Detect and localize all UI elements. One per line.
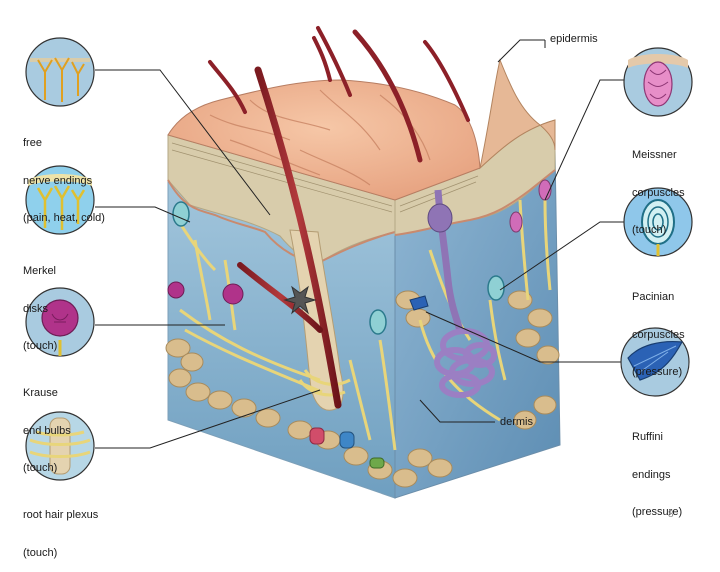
hairs [208,26,470,409]
sweat-gland [427,189,497,398]
pacinian-corpuscles-inset [623,187,693,257]
label-ruffini-endings: Ruffini endings (pressure) [632,431,683,518]
label-epidermis: epidermis [550,33,598,45]
epidermis-lip [479,58,556,170]
label-root-hair-plexus: root hair plexus (touch) [23,509,99,559]
label-meissner-corpuscles: Meissner corpuscles (touch) [632,149,685,236]
skin-receptors-diagram: free nerve endings (pain, heat, cold) Me… [23,26,693,559]
page-number: 8 [668,509,674,520]
fat-globules [165,290,560,488]
ruffini-endings-inset [620,327,690,397]
label-merkel-disks: Merkel disks (touch) [23,265,58,352]
skin-block [165,26,561,499]
label-dermis: dermis [500,416,534,428]
nerve-cell [283,285,317,315]
krause-end-bulbs-inset [25,287,95,357]
leader-lines [95,39,625,449]
meissner-corpuscles-inset [623,47,693,117]
diagram-canvas [25,26,693,499]
label-pacinian-corpuscles: Pacinian corpuscles (pressure) [632,291,685,378]
label-free-nerve-endings: free nerve endings (pain, heat, cold) [23,137,105,224]
meissner-on-block [509,179,552,233]
root-hair-plexus-inset [25,411,95,481]
krause-bulbs [167,281,244,305]
ruffini-on-block [409,295,429,311]
label-krause-end-bulbs: Krause end bulbs (touch) [23,387,71,474]
merkel-disks-inset [25,165,95,235]
blood-vessels [309,427,385,469]
free-nerve-endings-inset [25,37,95,107]
